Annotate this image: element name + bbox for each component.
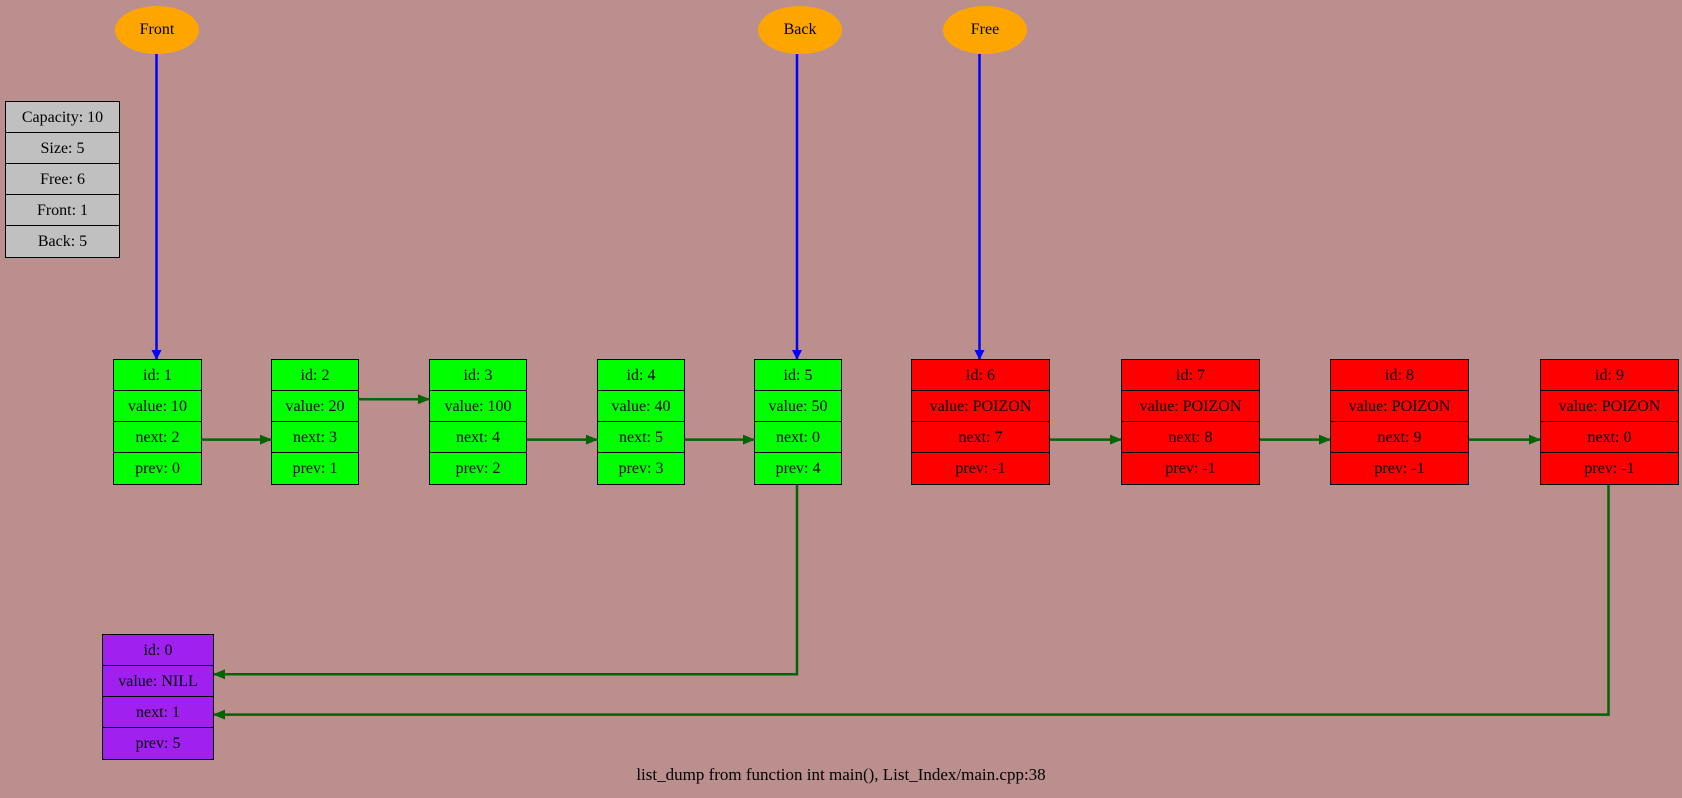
node-next-field: next: 0 <box>755 422 841 453</box>
node-next-field: next: 4 <box>430 422 526 453</box>
node-id-field: id: 0 <box>103 635 213 666</box>
pointer-free: Free <box>943 6 1027 54</box>
pointer-back: Back <box>758 6 842 54</box>
node-next-field: next: 7 <box>912 422 1049 453</box>
node-id-field: id: 4 <box>598 360 684 391</box>
node-id-field: id: 9 <box>1541 360 1678 391</box>
node-prev-field: prev: -1 <box>955 460 1006 477</box>
pointer-front: Front <box>115 6 199 54</box>
node-value-field: value: POIZON <box>1122 391 1259 422</box>
diagram-caption: list_dump from function int main(), List… <box>636 765 1046 784</box>
node-prev-field: prev: 4 <box>775 460 821 477</box>
node-prev-field: prev: -1 <box>1584 460 1635 477</box>
node-next-field: next: 0 <box>1541 422 1678 453</box>
node-next-field: next: 8 <box>1122 422 1259 453</box>
node-value-field: value: 50 <box>755 391 841 422</box>
node-id-field: id: 1 <box>114 360 201 391</box>
node-prev-field: prev: 5 <box>135 735 181 752</box>
node-prev-field: prev: -1 <box>1374 460 1425 477</box>
info-free: Free: 6 <box>6 164 119 195</box>
node-next-field: next: 1 <box>103 697 213 728</box>
node-prev-field: prev: -1 <box>1165 460 1216 477</box>
node-prev-field: prev: 2 <box>455 460 501 477</box>
info-size: Size: 5 <box>6 133 119 164</box>
node-id-field: id: 7 <box>1122 360 1259 391</box>
info-capacity: Capacity: 10 <box>6 102 119 133</box>
info-front: Front: 1 <box>6 195 119 226</box>
node-prev-field: prev: 1 <box>292 460 338 477</box>
node-id-field: id: 3 <box>430 360 526 391</box>
node-id-field: id: 2 <box>272 360 358 391</box>
node-next-field: next: 9 <box>1331 422 1468 453</box>
node-next-field: next: 3 <box>272 422 358 453</box>
node-value-field: value: 100 <box>430 391 526 422</box>
node-id-field: id: 6 <box>912 360 1049 391</box>
node-value-field: value: 40 <box>598 391 684 422</box>
info-back: Back: 5 <box>37 233 88 250</box>
edge-group <box>151 54 1610 720</box>
node-next-field: next: 2 <box>114 422 201 453</box>
node-id-field: id: 5 <box>755 360 841 391</box>
link-arrow-5-to-0 <box>213 483 799 680</box>
node-prev-field: prev: 0 <box>135 460 180 477</box>
node-prev-field: prev: 3 <box>618 460 664 477</box>
node-value-field: value: POIZON <box>1541 391 1678 422</box>
node-value-field: value: 20 <box>272 391 358 422</box>
node-next-field: next: 5 <box>598 422 684 453</box>
node-id-field: id: 8 <box>1331 360 1468 391</box>
list-info-box: Capacity: 10 Size: 5 Free: 6 Front: 1 Ba… <box>5 101 120 258</box>
node-value-field: value: NILL <box>103 666 213 697</box>
node-value-field: value: POIZON <box>912 391 1049 422</box>
node-value-field: value: POIZON <box>1331 391 1468 422</box>
link-arrow-9-to-0 <box>213 483 1610 720</box>
node-value-field: value: 10 <box>114 391 201 422</box>
